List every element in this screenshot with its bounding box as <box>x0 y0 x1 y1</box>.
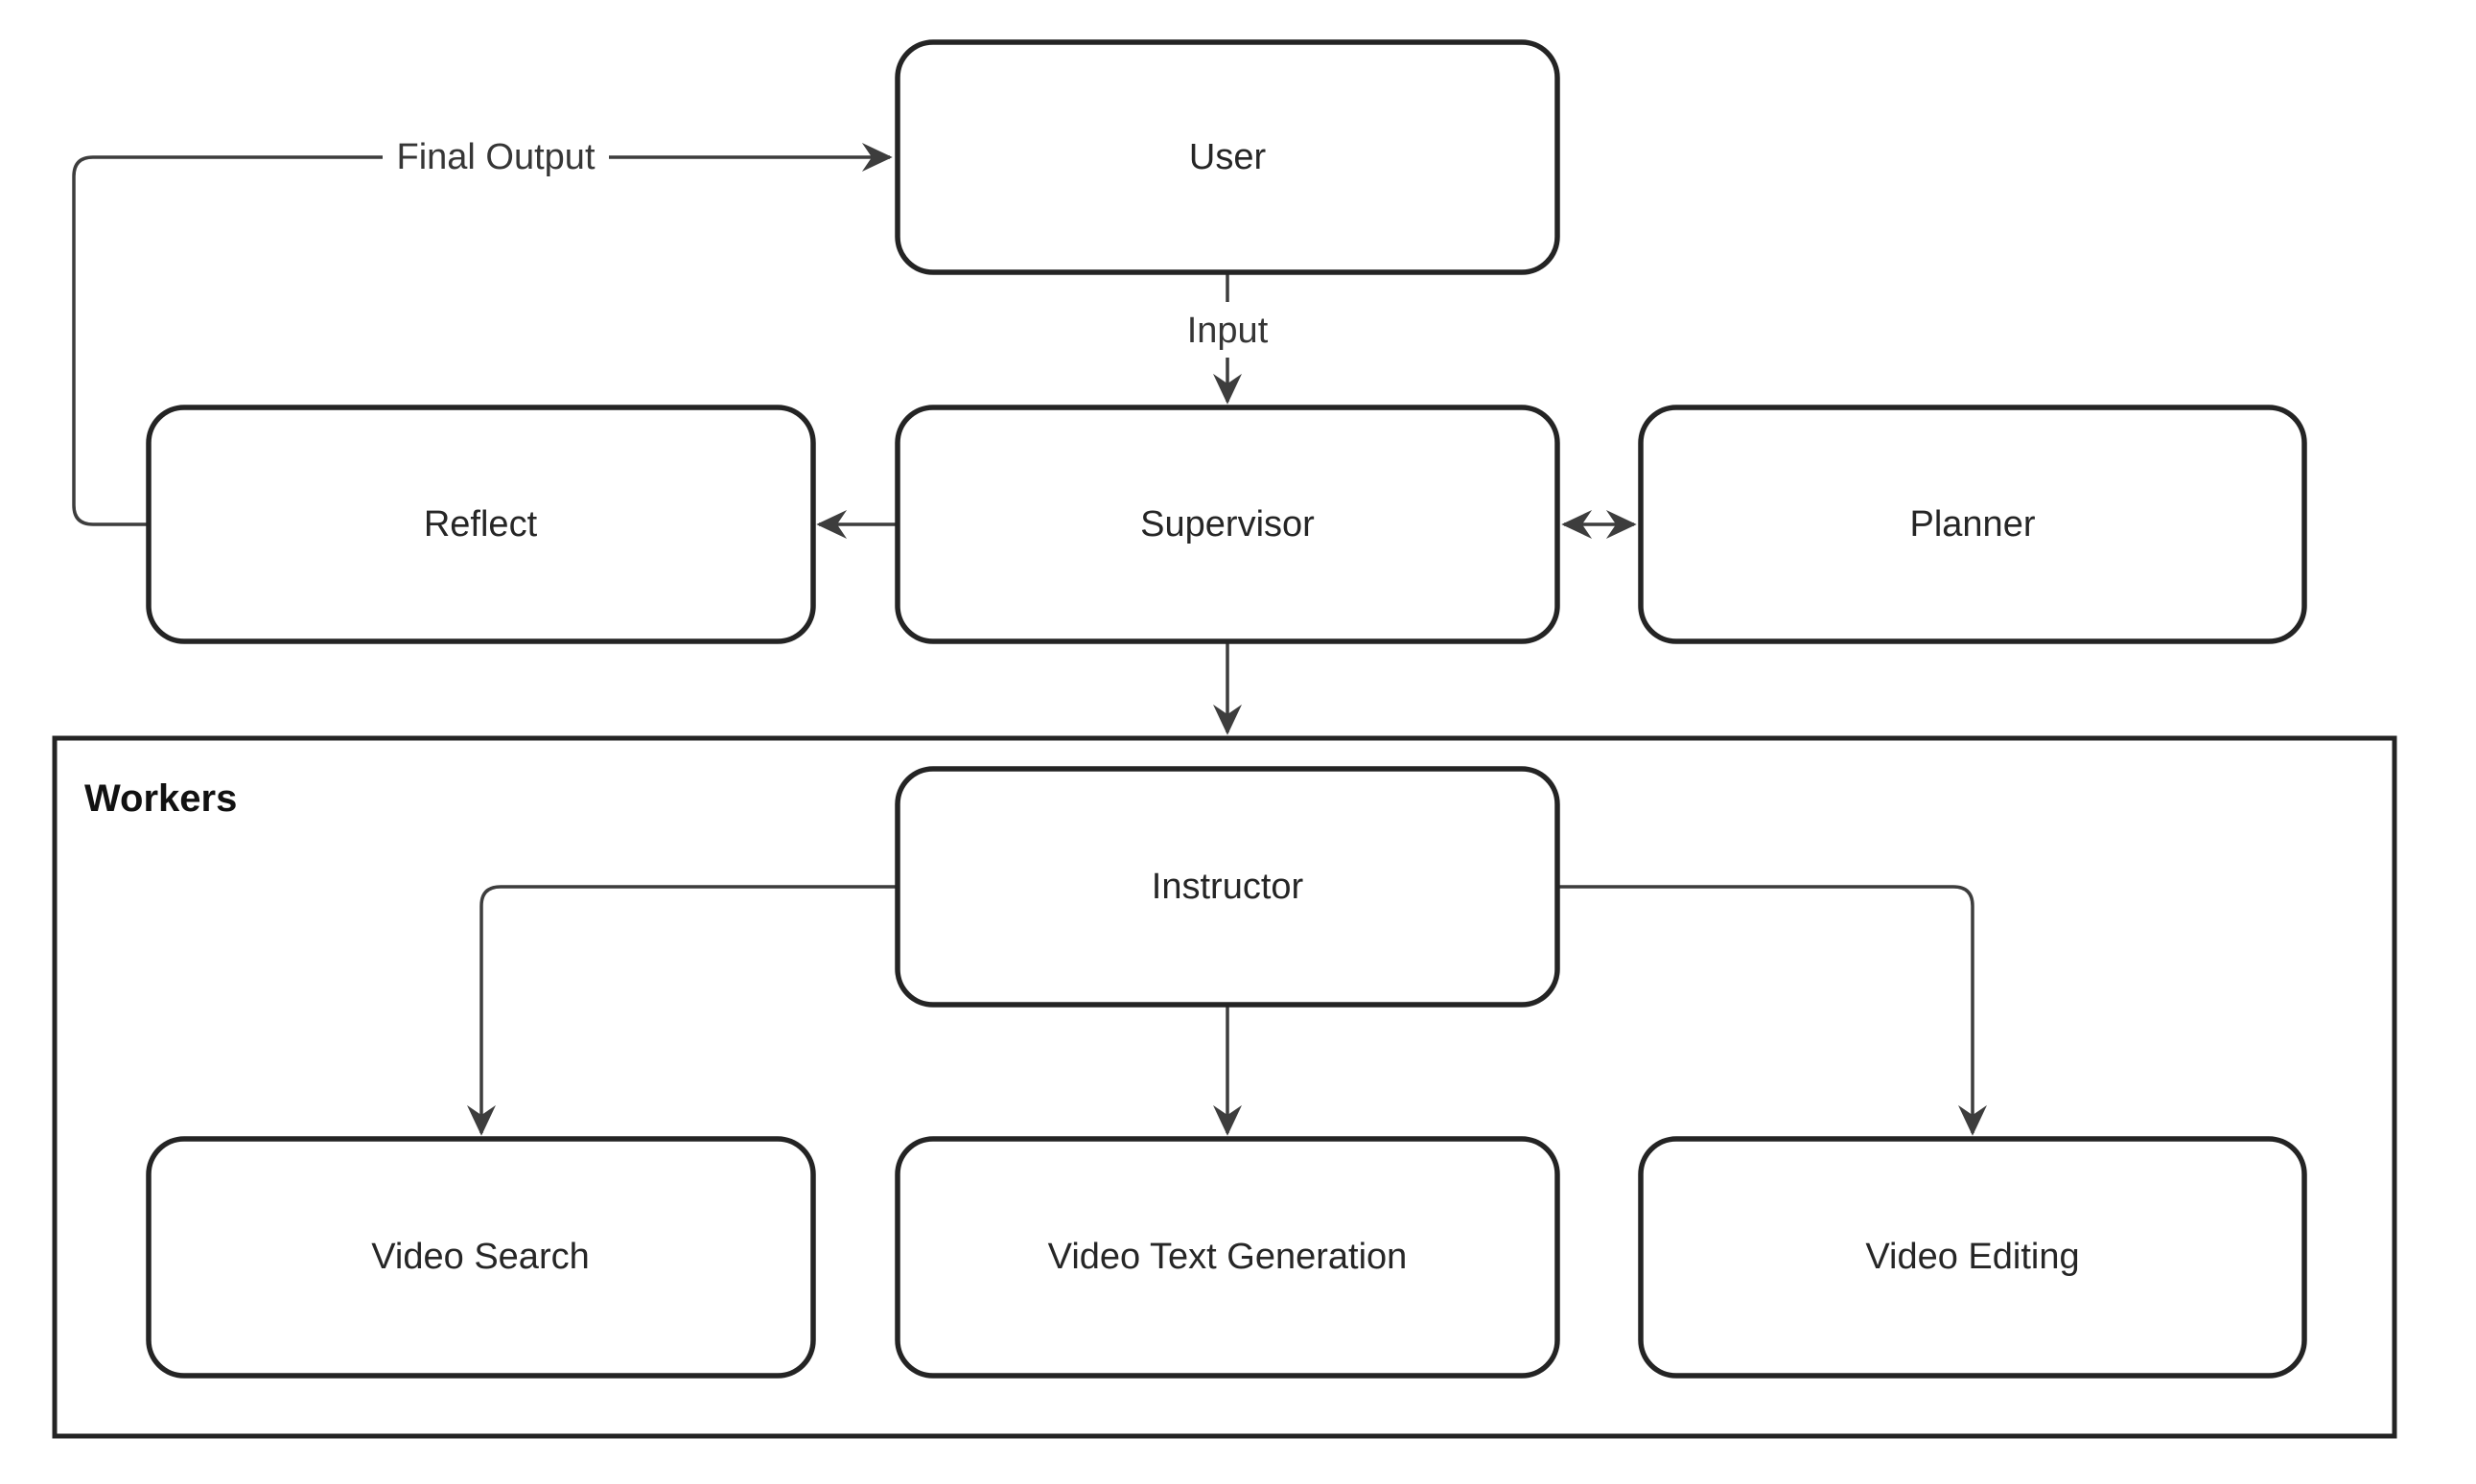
workers-group-box <box>52 735 2397 1439</box>
edge-instructor-to-video-search <box>467 885 898 1136</box>
edge-reflect-to-user <box>72 143 893 526</box>
node-reflect-box <box>146 405 816 644</box>
workers-group-label: Workers <box>84 777 237 820</box>
edge-label-final-output: Final Output <box>397 137 596 177</box>
edge-instructor-to-video-editing <box>1557 885 1987 1136</box>
node-supervisor-box <box>895 405 1560 644</box>
node-video-text-generation-label: Video Text Generation <box>1048 1237 1408 1277</box>
node-planner-label: Planner <box>1910 504 2036 545</box>
edge-label-bg-input <box>1167 302 1288 358</box>
node-video-search-label: Video Search <box>371 1237 589 1277</box>
node-planner-box <box>1638 405 2307 644</box>
node-instructor-label: Instructor <box>1152 867 1304 907</box>
node-video-editing-box <box>1638 1136 2307 1379</box>
edge-label-input: Input <box>1187 311 1269 351</box>
node-supervisor-label: Supervisor <box>1140 504 1315 545</box>
node-user-label: User <box>1189 137 1267 177</box>
edge-label-bg-final-output <box>383 129 609 185</box>
node-video-search-box <box>146 1136 816 1379</box>
node-instructor-box <box>895 766 1560 1008</box>
node-user-box <box>895 39 1560 275</box>
node-video-editing-label: Video Editing <box>1865 1237 2079 1277</box>
node-reflect-label: Reflect <box>424 504 538 545</box>
node-video-text-generation-box <box>895 1136 1560 1379</box>
